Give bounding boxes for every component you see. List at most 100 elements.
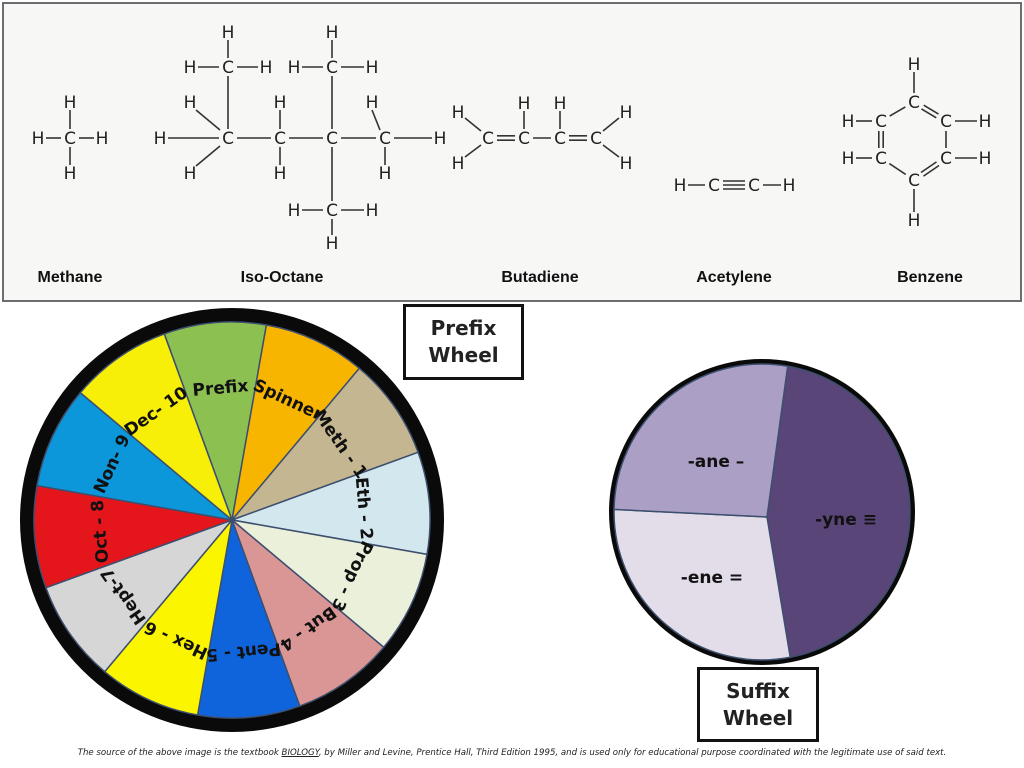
bond-line — [888, 162, 907, 176]
atom-h: H — [184, 58, 197, 78]
suffix-title-line1: Suffix — [726, 678, 790, 703]
atom-h: H — [620, 154, 633, 174]
atom-h: H — [452, 154, 465, 174]
atom-h: H — [366, 58, 379, 78]
atom-c: C — [222, 58, 234, 78]
bond-line — [923, 104, 939, 115]
molecule-name-iso_octane: Iso-Octane — [241, 269, 324, 286]
prefix-wheel-slice — [79, 332, 234, 523]
atom-h: H — [96, 129, 109, 149]
atom-h: H — [184, 164, 197, 184]
prefix-wheel-slice — [163, 321, 268, 523]
atom-h: H — [184, 93, 197, 113]
suffix-wheel-slice — [766, 365, 911, 659]
atom-c: C — [875, 112, 887, 132]
atom-h: H — [366, 93, 379, 113]
bond-line — [889, 106, 906, 117]
bond-line — [464, 117, 482, 132]
bond-line — [602, 117, 620, 132]
atom-h: H — [452, 103, 465, 123]
atom-h: H — [434, 129, 447, 149]
atom-c: C — [748, 176, 760, 196]
atom-h: H — [842, 149, 855, 169]
bond-line — [920, 161, 937, 174]
molecule-name-benzene: Benzene — [897, 269, 963, 286]
atom-c: C — [326, 129, 338, 149]
suffix-wheel: -ane – -yne ≡ -ene = — [609, 359, 915, 665]
suffix-wheel-slice — [613, 363, 789, 518]
atom-h: H — [64, 164, 77, 184]
atom-c: C — [326, 201, 338, 221]
prefix-wheel-title-box: Prefix Wheel — [403, 304, 524, 380]
atom-c: C — [554, 129, 566, 149]
bond-line — [195, 109, 221, 131]
prefix-wheel-slice — [229, 451, 431, 556]
suffix-wheel-slice — [613, 508, 792, 661]
atom-c: C — [482, 129, 494, 149]
prefix-wheel-slice — [229, 367, 420, 522]
textbook-image-panel — [2, 2, 1022, 302]
atom-h: H — [674, 176, 687, 196]
prefix-wheel-slice — [230, 324, 361, 523]
atom-h: H — [366, 201, 379, 221]
bond-line — [602, 144, 620, 158]
atom-c: C — [274, 129, 286, 149]
suffix-title-line2: Wheel — [722, 705, 794, 730]
atom-h: H — [260, 58, 273, 78]
atom-h: H — [518, 94, 531, 114]
atom-h: H — [288, 201, 301, 221]
atom-c: C — [908, 171, 920, 191]
bond-line — [923, 164, 940, 177]
atom-c: C — [908, 93, 920, 113]
atom-h: H — [274, 93, 287, 113]
atom-h: H — [64, 93, 77, 113]
atom-h: H — [908, 55, 921, 75]
atom-h: H — [908, 211, 921, 231]
suffix-wheel-label: -yne ≡ — [815, 510, 877, 530]
atom-c: C — [64, 129, 76, 149]
prefix-wheel-slice — [33, 484, 235, 589]
atom-h: H — [32, 129, 45, 149]
molecule-name-methane: Methane — [38, 269, 103, 286]
prefix-title-line2: Wheel — [428, 343, 499, 367]
atom-h: H — [842, 112, 855, 132]
atom-c: C — [708, 176, 720, 196]
prefix-wheel-slice — [44, 518, 235, 673]
atom-c: C — [940, 149, 952, 169]
atom-h: H — [620, 103, 633, 123]
atom-h: H — [326, 23, 339, 43]
bond-line — [195, 145, 221, 167]
atom-c: C — [875, 149, 887, 169]
source-footer: The source of the above image is the tex… — [0, 748, 1024, 758]
atom-h: H — [379, 164, 392, 184]
atom-c: C — [940, 112, 952, 132]
footer-text-pre: The source of the above image is the tex… — [77, 748, 282, 758]
atom-h: H — [979, 149, 992, 169]
footer-book-title: BIOLOGY — [281, 748, 319, 758]
prefix-wheel-slice — [230, 517, 385, 708]
atom-c: C — [222, 129, 234, 149]
prefix-wheel-slice — [103, 517, 234, 716]
atom-c: C — [590, 129, 602, 149]
prefix-wheel-label: Prefix — [192, 376, 250, 401]
atom-h: H — [326, 234, 339, 254]
suffix-wheel-label: -ane – — [688, 452, 745, 472]
atom-h: H — [554, 94, 567, 114]
atom-c: C — [518, 129, 530, 149]
suffix-wheel-label: -ene = — [681, 568, 743, 588]
molecule-name-butadiene: Butadiene — [501, 269, 578, 286]
prefix-wheel-slice — [229, 518, 428, 649]
prefix-wheel-slice — [196, 517, 301, 719]
bond-line — [921, 108, 937, 119]
footer-text-post: , by Miller and Levine, Prentice Hall, T… — [318, 748, 947, 758]
prefix-title-line1: Prefix — [430, 316, 497, 340]
atom-h: H — [274, 164, 287, 184]
atom-h: H — [979, 112, 992, 132]
bond-line — [371, 109, 381, 131]
atom-h: H — [783, 176, 796, 196]
atom-h: H — [154, 129, 167, 149]
atom-c: C — [379, 129, 391, 149]
prefix-wheel-slice — [36, 391, 235, 522]
